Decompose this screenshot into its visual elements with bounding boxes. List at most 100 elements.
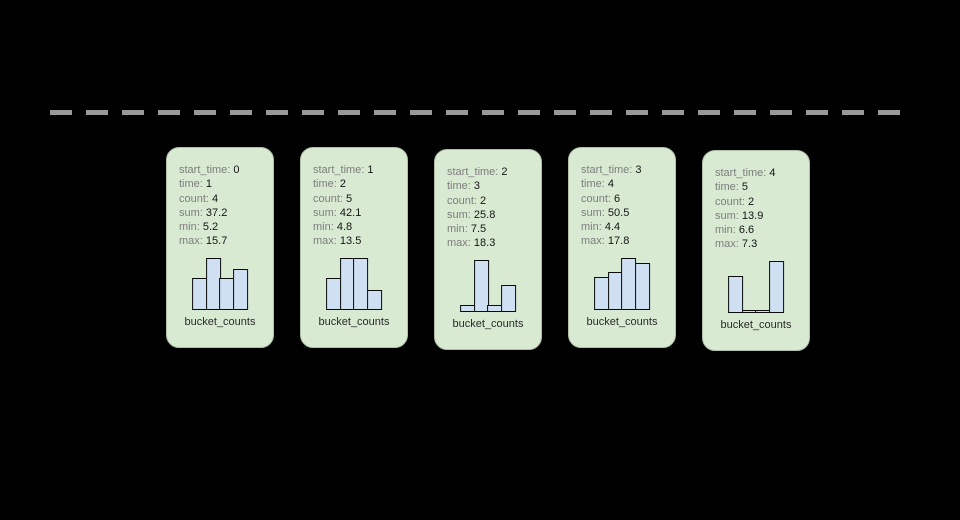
field-max: max: 7.3 [715, 237, 803, 251]
field-value-count: 5 [346, 192, 353, 205]
dashed-separator-line [50, 110, 912, 115]
histogram-bar [634, 263, 650, 310]
field-key-time: time: [715, 181, 739, 194]
card-fields: start_time: 0 time: 1 count: 4 sum: 37.2… [179, 163, 267, 249]
field-key-time: time: [447, 180, 471, 193]
field-value-sum: 37.2 [205, 206, 228, 219]
field-max: max: 15.7 [179, 234, 267, 248]
field-key-min: min: [313, 221, 334, 234]
histogram-label: bucket_counts [586, 316, 658, 328]
field-value-count: 4 [212, 192, 219, 205]
bucket-histogram [435, 260, 541, 312]
field-key-count: count: [447, 194, 477, 207]
field-key-time: time: [581, 178, 605, 191]
field-key-start-time: start_time: [313, 164, 365, 176]
histogram-bars [728, 261, 784, 313]
card-fields: start_time: 2 time: 3 count: 2 sum: 25.8… [447, 165, 535, 251]
field-start-time: start_time: 3 [581, 163, 669, 177]
field-max: max: 18.3 [447, 236, 535, 250]
histogram-bar [768, 261, 784, 313]
histogram-label: bucket_counts [184, 316, 256, 328]
field-max: max: 13.5 [313, 234, 401, 248]
bucket-card[interactable]: start_time: 1 time: 2 count: 5 sum: 42.1… [300, 147, 408, 348]
field-value-min: 7.5 [470, 223, 487, 236]
field-value-max: 7.3 [741, 238, 758, 251]
field-key-sum: sum: [581, 206, 605, 219]
field-key-time: time: [179, 178, 203, 191]
bucket-histogram [703, 261, 809, 313]
histogram-bar [232, 269, 248, 310]
field-sum: sum: 13.9 [715, 209, 803, 223]
field-key-sum: sum: [313, 206, 337, 219]
bucket-card[interactable]: start_time: 2 time: 3 count: 2 sum: 25.8… [434, 149, 542, 350]
card-fields: start_time: 1 time: 2 count: 5 sum: 42.1… [313, 163, 401, 249]
field-value-start-time: 0 [233, 164, 240, 176]
field-value-time: 5 [741, 181, 749, 194]
histogram-bar [353, 258, 369, 310]
field-sum: sum: 25.8 [447, 208, 535, 222]
field-key-max: max: [179, 235, 203, 248]
field-value-count: 2 [748, 195, 755, 208]
field-value-sum: 25.8 [473, 208, 496, 221]
field-key-max: max: [447, 237, 471, 250]
field-min: min: 6.6 [715, 223, 803, 237]
bucket-histogram [301, 258, 407, 310]
histogram-bars [326, 258, 382, 310]
field-start-time: start_time: 0 [179, 163, 267, 177]
bucket-card[interactable]: start_time: 4 time: 5 count: 2 sum: 13.9… [702, 150, 810, 351]
field-sum: sum: 42.1 [313, 206, 401, 220]
field-key-min: min: [447, 223, 468, 236]
field-key-sum: sum: [715, 209, 739, 222]
bucket-card[interactable]: start_time: 0 time: 1 count: 4 sum: 37.2… [166, 147, 274, 348]
field-time: time: 4 [581, 177, 669, 191]
field-value-time: 4 [607, 178, 615, 191]
field-count: count: 5 [313, 192, 401, 206]
field-key-count: count: [313, 192, 343, 205]
field-value-start-time: 4 [769, 167, 776, 179]
field-min: min: 4.8 [313, 220, 401, 234]
field-key-min: min: [715, 224, 736, 237]
field-value-max: 13.5 [339, 235, 362, 248]
field-key-max: max: [313, 235, 337, 248]
field-value-count: 6 [614, 192, 621, 205]
bucket-card[interactable]: start_time: 3 time: 4 count: 6 sum: 50.5… [568, 147, 676, 348]
histogram-bar [500, 285, 516, 312]
bucket-histogram [569, 258, 675, 310]
field-time: time: 1 [179, 177, 267, 191]
card-fields: start_time: 4 time: 5 count: 2 sum: 13.9… [715, 166, 803, 252]
field-time: time: 2 [313, 177, 401, 191]
field-value-time: 1 [205, 178, 213, 191]
field-count: count: 4 [179, 192, 267, 206]
field-value-start-time: 1 [367, 164, 374, 176]
field-key-start-time: start_time: [447, 166, 499, 178]
card-fields: start_time: 3 time: 4 count: 6 sum: 50.5… [581, 163, 669, 249]
histogram-bar [728, 276, 744, 313]
field-start-time: start_time: 1 [313, 163, 401, 177]
field-key-max: max: [581, 235, 605, 248]
field-key-min: min: [179, 221, 200, 234]
field-key-time: time: [313, 178, 337, 191]
field-time: time: 3 [447, 179, 535, 193]
field-key-min: min: [581, 221, 602, 234]
field-value-time: 3 [473, 180, 481, 193]
field-max: max: 17.8 [581, 234, 669, 248]
field-key-max: max: [715, 238, 739, 251]
histogram-bar [473, 260, 489, 312]
field-value-min: 4.8 [336, 221, 353, 234]
field-value-start-time: 2 [501, 166, 508, 178]
field-sum: sum: 50.5 [581, 206, 669, 220]
histogram-label: bucket_counts [452, 318, 524, 330]
field-value-time: 2 [339, 178, 347, 191]
field-key-count: count: [179, 192, 209, 205]
bucket-card-row: start_time: 0 time: 1 count: 4 sum: 37.2… [166, 147, 810, 351]
bucket-histogram [167, 258, 273, 310]
field-sum: sum: 37.2 [179, 206, 267, 220]
field-start-time: start_time: 2 [447, 165, 535, 179]
field-value-max: 18.3 [473, 237, 496, 250]
field-count: count: 6 [581, 192, 669, 206]
histogram-bars [192, 258, 248, 310]
field-min: min: 5.2 [179, 220, 267, 234]
field-start-time: start_time: 4 [715, 166, 803, 180]
field-key-start-time: start_time: [581, 164, 633, 176]
